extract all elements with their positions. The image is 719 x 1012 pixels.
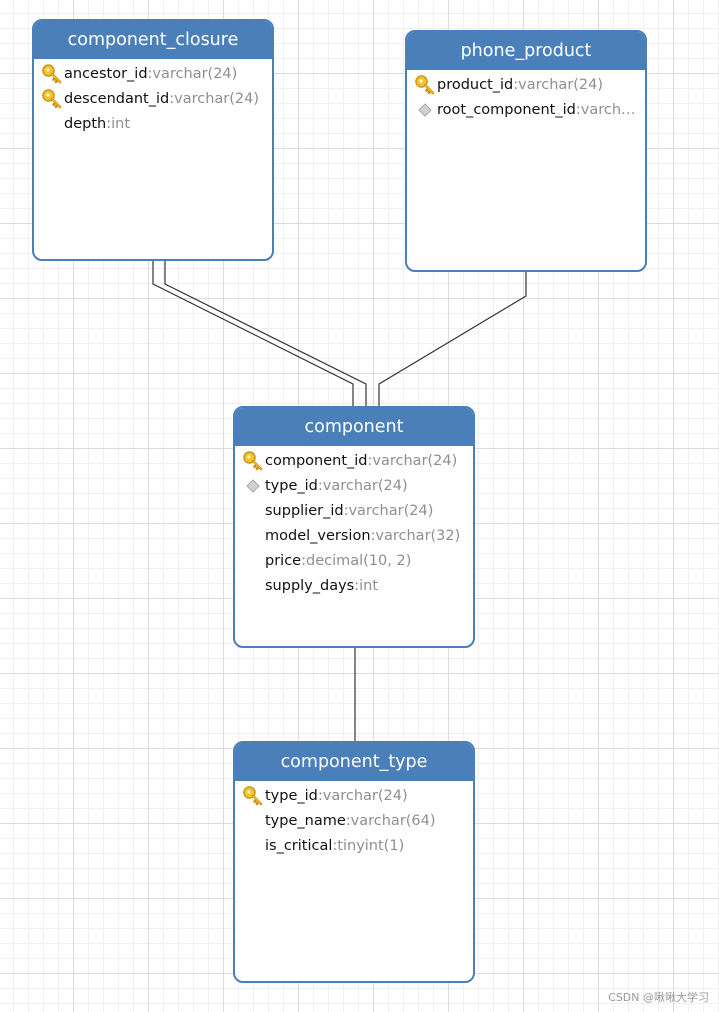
- field-separator: :: [317, 477, 323, 494]
- key-icon: [40, 61, 64, 86]
- field-row[interactable]: depth: int: [34, 111, 272, 136]
- field-separator: :: [332, 837, 338, 854]
- field-separator: :: [367, 452, 373, 469]
- field-row[interactable]: type_name: varchar(64): [235, 808, 473, 833]
- key-icon: [241, 783, 265, 808]
- field-name: component_id: [265, 452, 368, 469]
- field-row[interactable]: component_id: varchar(24): [235, 448, 473, 473]
- field-type: varchar(24): [518, 76, 604, 93]
- field-row[interactable]: root_component_id: varch…: [407, 97, 645, 122]
- field-row[interactable]: supply_days: int: [235, 573, 473, 598]
- field-list: type_id: varchar(24) type_name: varchar(…: [235, 781, 473, 858]
- field-separator: :: [343, 502, 349, 519]
- entity-component-closure[interactable]: component_closure ancestor_id: varchar(2…: [32, 19, 274, 261]
- field-name: is_critical: [265, 837, 333, 854]
- relationship-line-closure-descendant: [164, 260, 367, 407]
- entity-component[interactable]: component component_id: varchar(24) type…: [233, 406, 475, 648]
- blank-icon: [241, 548, 265, 573]
- field-separator: :: [301, 552, 306, 569]
- field-name: supplier_id: [265, 502, 344, 519]
- field-name: price: [265, 552, 302, 569]
- field-row[interactable]: type_id: varchar(24): [235, 783, 473, 808]
- field-name: model_version: [265, 527, 371, 544]
- field-type: varchar(24): [322, 787, 408, 804]
- blank-icon: [241, 523, 265, 548]
- field-name: root_component_id: [437, 101, 576, 118]
- field-name: descendant_id: [64, 90, 170, 107]
- field-type: varchar(24): [174, 90, 259, 107]
- field-name: type_id: [265, 477, 318, 494]
- field-name: type_name: [265, 812, 346, 829]
- blank-icon: [40, 111, 64, 136]
- field-type: varchar(64): [350, 812, 436, 829]
- entity-title: phone_product: [407, 32, 645, 70]
- diamond-icon: [413, 97, 437, 122]
- field-row[interactable]: model_version: varchar(32): [235, 523, 473, 548]
- field-row[interactable]: ancestor_id: varchar(24): [34, 61, 272, 86]
- field-separator: :: [169, 90, 175, 107]
- field-row[interactable]: type_id: varchar(24): [235, 473, 473, 498]
- field-type: int: [111, 115, 131, 132]
- entity-title: component_type: [235, 743, 473, 781]
- field-list: product_id: varchar(24) root_component_i…: [407, 70, 645, 122]
- field-list: ancestor_id: varchar(24) descendant_id: …: [34, 59, 272, 136]
- field-name: depth: [64, 115, 107, 132]
- field-type: tinyint(1): [337, 837, 405, 854]
- field-separator: :: [317, 787, 323, 804]
- field-row[interactable]: is_critical: tinyint(1): [235, 833, 473, 858]
- field-name: ancestor_id: [64, 65, 148, 82]
- field-name: type_id: [265, 787, 318, 804]
- field-separator: :: [106, 115, 112, 132]
- field-separator: :: [345, 812, 351, 829]
- entity-title: component: [235, 408, 473, 446]
- entity-phone-product[interactable]: phone_product product_id: varchar(24) ro…: [405, 30, 647, 272]
- field-type: decimal(10, 2): [305, 552, 412, 569]
- field-row[interactable]: descendant_id: varchar(24): [34, 86, 272, 111]
- field-separator: :: [354, 577, 360, 594]
- field-row[interactable]: price: decimal(10, 2): [235, 548, 473, 573]
- blank-icon: [241, 808, 265, 833]
- entity-title: component_closure: [34, 21, 272, 59]
- field-row[interactable]: product_id: varchar(24): [407, 72, 645, 97]
- field-type: varchar(24): [152, 65, 238, 82]
- field-type: varchar(32): [375, 527, 461, 544]
- field-separator: :: [147, 65, 153, 82]
- entity-component-type[interactable]: component_type type_id: varchar(24) type…: [233, 741, 475, 983]
- key-icon: [40, 86, 64, 111]
- diamond-icon: [241, 473, 265, 498]
- field-list: component_id: varchar(24) type_id: varch…: [235, 446, 473, 598]
- field-row[interactable]: supplier_id: varchar(24): [235, 498, 473, 523]
- field-separator: :: [575, 101, 581, 118]
- field-type: int: [359, 577, 379, 594]
- key-icon: [413, 72, 437, 97]
- blank-icon: [241, 573, 265, 598]
- key-icon: [241, 448, 265, 473]
- field-separator: :: [370, 527, 376, 544]
- blank-icon: [241, 833, 265, 858]
- field-separator: :: [513, 76, 519, 93]
- relationship-line-product-component: [378, 270, 527, 407]
- blank-icon: [241, 498, 265, 523]
- field-type: varchar(24): [322, 477, 408, 494]
- field-type: varchar(24): [348, 502, 434, 519]
- field-type: varchar(24): [372, 452, 458, 469]
- relationship-line-closure-ancestor: [152, 260, 354, 407]
- field-name: product_id: [437, 76, 514, 93]
- watermark: CSDN @啾啾大学习: [608, 991, 709, 1004]
- field-type: varch…: [580, 101, 636, 118]
- field-name: supply_days: [265, 577, 355, 594]
